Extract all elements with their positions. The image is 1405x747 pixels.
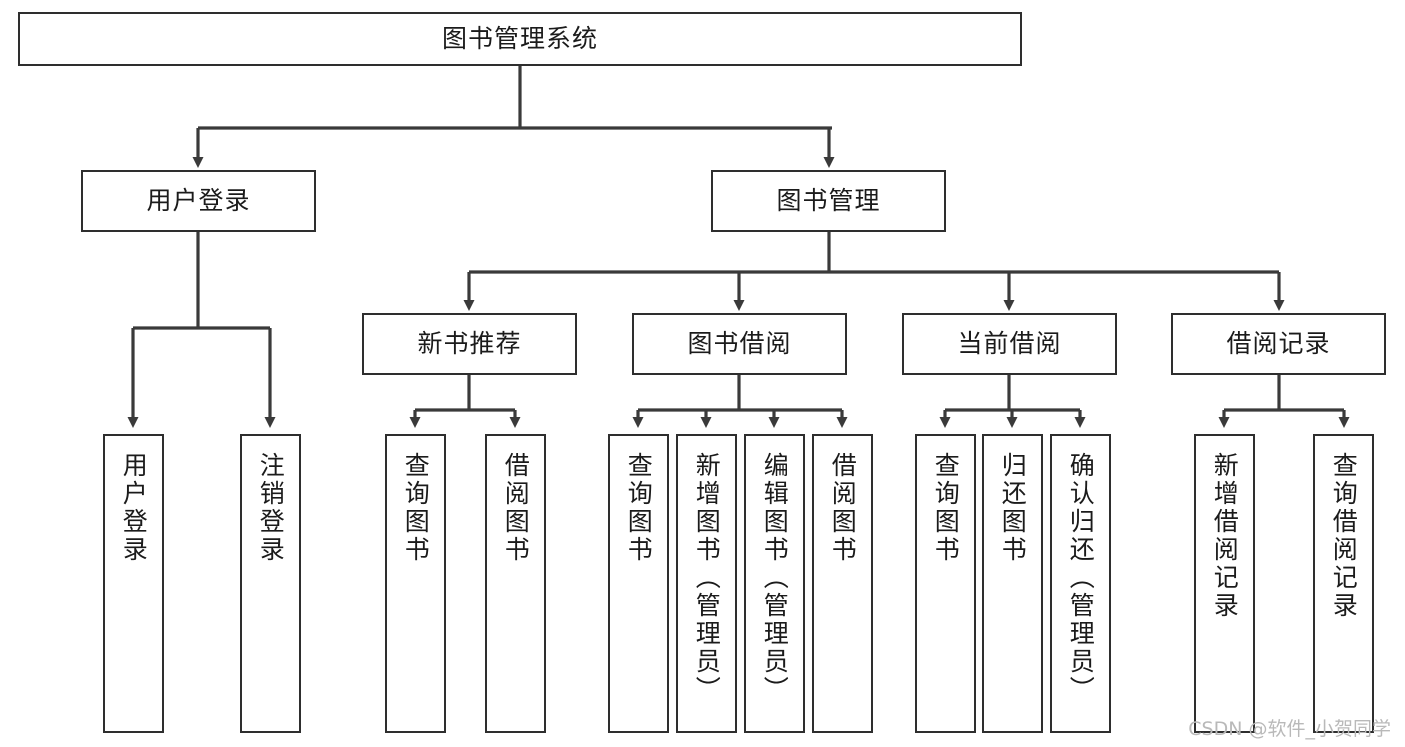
leaf-confirm-return-label: 确认归还（管理员） [1066, 452, 1096, 704]
node-book-manage[interactable]: 图书管理 [711, 170, 946, 232]
leaf-borrow-book-2-label: 借阅图书 [828, 452, 858, 564]
leaf-query-record[interactable]: 查询借阅记录 [1313, 434, 1374, 733]
leaf-add-book-label: 新增图书（管理员） [692, 452, 722, 704]
leaf-borrow-book-2[interactable]: 借阅图书 [812, 434, 873, 733]
leaf-query-book-2[interactable]: 查询图书 [608, 434, 669, 733]
node-book-borrow-label: 图书借阅 [687, 329, 792, 359]
leaf-logout-login-label: 注销登录 [256, 452, 286, 564]
leaf-query-book-3-label: 查询图书 [931, 452, 961, 564]
node-current-borrow[interactable]: 当前借阅 [902, 313, 1117, 375]
leaf-query-book-3[interactable]: 查询图书 [915, 434, 976, 733]
leaf-add-book[interactable]: 新增图书（管理员） [676, 434, 737, 733]
leaf-edit-book[interactable]: 编辑图书（管理员） [744, 434, 805, 733]
leaf-logout-login[interactable]: 注销登录 [240, 434, 301, 733]
node-book-manage-label: 图书管理 [776, 186, 881, 216]
leaf-borrow-book-1-label: 借阅图书 [501, 452, 531, 564]
leaf-borrow-book-1[interactable]: 借阅图书 [485, 434, 546, 733]
leaf-query-book-1[interactable]: 查询图书 [385, 434, 446, 733]
watermark: CSDN @软件_小贺同学 [1188, 718, 1391, 740]
leaf-user-login[interactable]: 用户登录 [103, 434, 164, 733]
leaf-confirm-return[interactable]: 确认归还（管理员） [1050, 434, 1111, 733]
node-root-label: 图书管理系统 [441, 24, 598, 54]
leaf-user-login-label: 用户登录 [119, 452, 149, 564]
leaf-query-book-2-label: 查询图书 [624, 452, 654, 564]
node-user-login[interactable]: 用户登录 [81, 170, 316, 232]
node-new-book-recommend-label: 新书推荐 [417, 329, 522, 359]
node-borrow-record[interactable]: 借阅记录 [1171, 313, 1386, 375]
leaf-edit-book-label: 编辑图书（管理员） [760, 452, 790, 704]
leaf-add-record-label: 新增借阅记录 [1210, 452, 1240, 620]
leaf-return-book-label: 归还图书 [998, 452, 1028, 564]
node-user-login-label: 用户登录 [146, 186, 251, 216]
node-borrow-record-label: 借阅记录 [1226, 329, 1331, 359]
leaf-return-book[interactable]: 归还图书 [982, 434, 1043, 733]
node-root[interactable]: 图书管理系统 [18, 12, 1022, 66]
node-book-borrow[interactable]: 图书借阅 [632, 313, 847, 375]
leaf-add-record[interactable]: 新增借阅记录 [1194, 434, 1255, 733]
node-current-borrow-label: 当前借阅 [957, 329, 1062, 359]
leaf-query-record-label: 查询借阅记录 [1329, 452, 1359, 620]
node-new-book-recommend[interactable]: 新书推荐 [362, 313, 577, 375]
leaf-query-book-1-label: 查询图书 [401, 452, 431, 564]
